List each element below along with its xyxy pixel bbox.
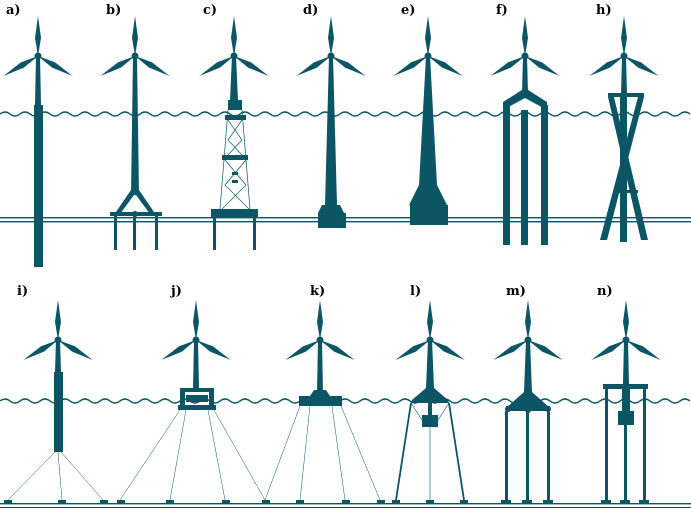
panel-label-j: j) (171, 284, 182, 299)
panel-label-k: k) (310, 284, 326, 299)
foundation-m-tension-leg-spokes (501, 340, 553, 503)
seabed-bottom (0, 503, 691, 508)
panel-label-d: d) (303, 3, 319, 18)
foundation-l-tension-leg (392, 340, 468, 503)
foundation-e-gravity-cone (409, 56, 448, 225)
panel-label-i: i) (17, 284, 29, 299)
foundation-a-monopile (34, 56, 43, 267)
foundation-k-barge (262, 340, 385, 503)
panel-label-a: a) (6, 3, 21, 18)
panel-label-m: m) (506, 284, 526, 299)
foundation-h-crossed-piles (600, 56, 648, 242)
panel-label-f: f) (496, 3, 508, 18)
panel-label-c: c) (203, 3, 218, 18)
panel-label-b: b) (106, 3, 122, 18)
foundation-c-jacket (211, 56, 258, 250)
foundation-n-tension-leg-frame (601, 340, 649, 503)
foundation-i-spar (4, 340, 108, 503)
panel-label-l: l) (410, 284, 422, 299)
foundation-b-tripod (110, 56, 162, 250)
foundation-d-gravity (318, 56, 346, 228)
panel-label-h: h) (596, 3, 612, 18)
foundation-f-tripile (503, 56, 548, 245)
water-surface-bottom (0, 398, 691, 404)
panel-label-n: n) (597, 284, 613, 299)
panel-label-e: e) (401, 3, 416, 18)
water-surface-top (0, 111, 691, 117)
foundation-j-semi-submersible (117, 340, 270, 503)
